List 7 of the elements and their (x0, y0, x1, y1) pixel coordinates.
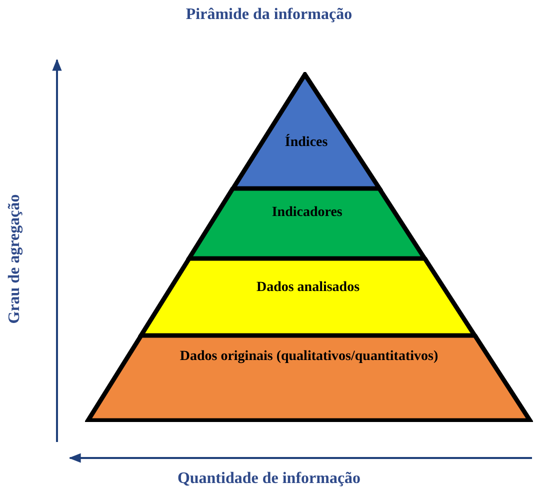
axis-label: Grau de agregação (6, 193, 24, 326)
level-label: Dados originais (qualitativos/quantitativos) (178, 348, 440, 366)
level-label: Dados analisados (255, 279, 361, 297)
level-label: Indicadores (270, 204, 344, 222)
axis-label: Quantidade de informação (176, 470, 362, 488)
title: Pirâmide da informação (184, 6, 354, 24)
level-label: Índices (284, 134, 329, 152)
